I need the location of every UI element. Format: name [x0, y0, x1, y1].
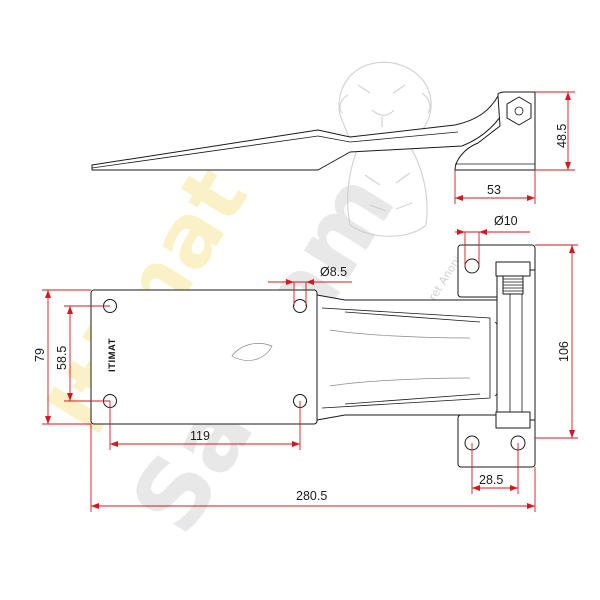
dimension-lines: 48.5 53 Ø10 Ø8.5 79 58.5 [33, 91, 578, 512]
hinge-front-view: ITIMAT [90, 244, 536, 468]
dim-side-width: 53 [487, 183, 501, 197]
dim-plate-hole-spacing-h: 119 [190, 429, 210, 443]
dim-plate-height: 79 [33, 348, 47, 362]
dim-plate-hole-dia: Ø8.5 [320, 265, 347, 279]
hinge-arm [316, 294, 501, 421]
mounting-plate [90, 289, 318, 425]
hinge-side-view [91, 91, 536, 171]
dim-overall-length: 280.5 [296, 489, 327, 503]
plate-hole-top-right [293, 299, 307, 313]
dim-leaf-hole-dia: Ø10 [494, 214, 518, 228]
dim-leaf-hole-spacing: 28.5 [479, 473, 503, 487]
dim-plate-hole-spacing-v: 58.5 [55, 346, 69, 370]
dim-leaf-height: 106 [557, 341, 571, 362]
brand-mark: ITIMAT [107, 338, 118, 372]
dim-side-height: 48.5 [555, 124, 569, 148]
side-view-arm [91, 91, 509, 171]
leaf-hole-upper [464, 258, 480, 274]
hex-bolt-icon [506, 96, 532, 126]
